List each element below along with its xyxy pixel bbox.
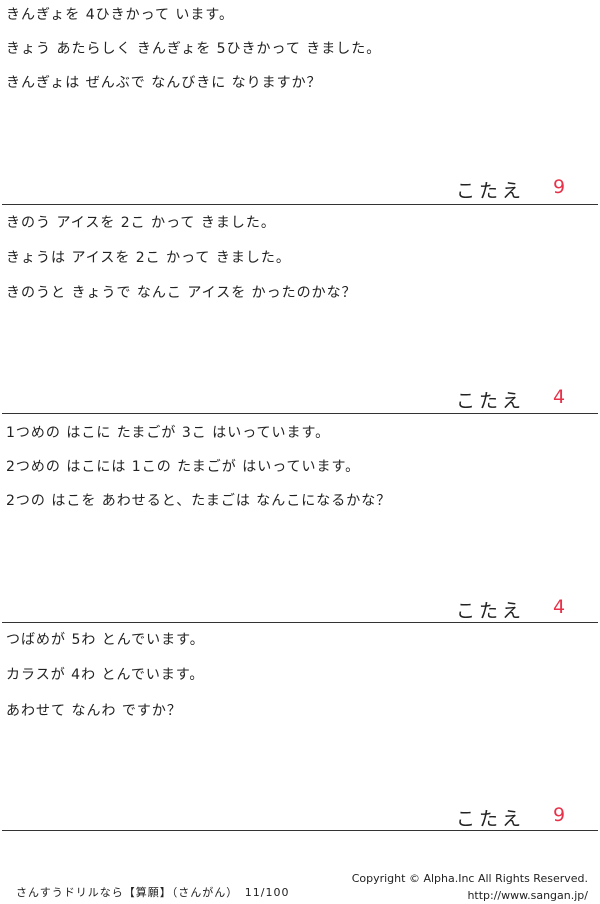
problem-1-line-1: きんぎょを 4ひきかって います。: [6, 7, 235, 23]
problem-1-line-2: きょう あたらしく きんぎょを 5ひきかって きました。: [6, 41, 382, 57]
problem-3-line-1: 1つめの はこに たまごが 3こ はいっています。: [6, 425, 331, 441]
problem-2-line-3: きのうと きょうで なんこ アイスを かったのかな？: [6, 285, 357, 301]
problem-2-line-1: きのう アイスを 2こ かって きました。: [6, 215, 276, 231]
problem-4-answer: 9: [553, 804, 566, 826]
site-url: http://www.sangan.jp/: [467, 889, 588, 902]
problem-4-answer-label: こたえ: [456, 808, 526, 830]
problem-2-answer: 4: [553, 386, 566, 408]
problem-4-line-2: カラスが 4わ とんでいます。: [6, 667, 205, 683]
problem-4-line-1: つばめが 5わ とんでいます。: [6, 632, 205, 648]
problem-2-answer-label: こたえ: [456, 390, 526, 412]
copyright-text: Copyright © Alpha.Inc All Rights Reserve…: [351, 872, 588, 885]
problem-4-line-3: あわせて なんわ ですか？: [6, 703, 182, 719]
problem-3-answer-label: こたえ: [456, 600, 526, 622]
problem-3-divider: [2, 622, 598, 623]
problem-1-answer: 9: [553, 176, 566, 198]
footer-credits: Copyright © Alpha.Inc All Rights Reserve…: [352, 870, 588, 904]
problem-2-divider: [2, 413, 598, 414]
problem-3-line-3: 2つの はこを あわせると、たまごは なんこになるかな？: [6, 493, 392, 509]
problem-4-divider: [2, 830, 598, 831]
problem-2-line-2: きょうは アイスを 2こ かって きました。: [6, 250, 291, 266]
problem-1-answer-label: こたえ: [456, 180, 526, 202]
drill-title: さんすうドリルなら【算願】（さんがん） 11/100: [16, 886, 290, 899]
problem-3-answer: 4: [553, 596, 566, 618]
problem-1-line-3: きんぎょは ぜんぶで なんびきに なりますか？: [6, 75, 322, 91]
problem-1-divider: [2, 204, 598, 205]
problem-3-line-2: 2つめの はこには 1この たまごが はいっています。: [6, 459, 361, 475]
